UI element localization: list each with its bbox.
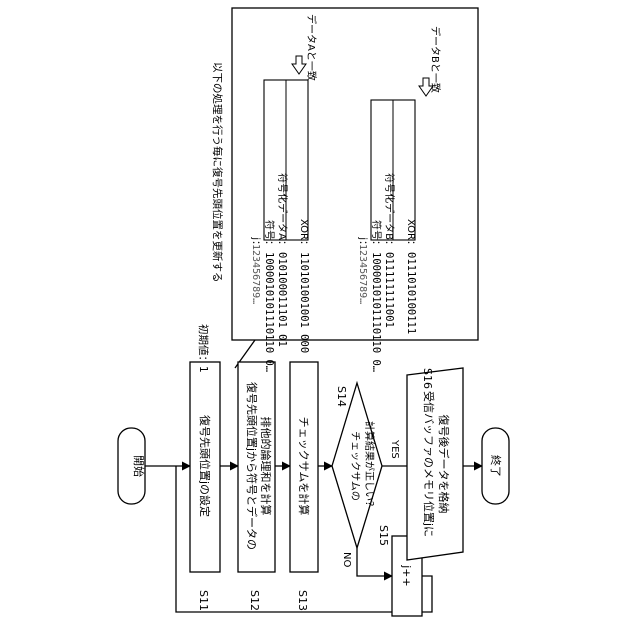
step-s11: 復号先頭位置jの設定 S11	[190, 362, 220, 611]
s13-step-label: S13	[296, 590, 309, 611]
end-label: 終了	[489, 455, 503, 477]
step-s13: チェックサムを計算 S13	[290, 362, 318, 611]
s12-text-line2: 排他的論理和を計算	[259, 417, 273, 516]
b-j-sequence: 123456789…	[357, 244, 368, 304]
s16-step-label: S16	[421, 368, 434, 389]
a-code-label: 符号：	[263, 220, 276, 250]
b-xor-bits: 0111010100111	[405, 252, 417, 334]
s16-text-line2: 復号後データを格納	[437, 415, 451, 514]
b-match-label: データBと一致	[429, 26, 442, 93]
s15-text: j++	[400, 564, 413, 587]
start-terminal: 開始	[118, 428, 146, 504]
s14-step-label: S14	[335, 386, 348, 407]
s14-text-line1: チェックサムの	[349, 431, 361, 501]
s12-text-line1: 復号先頭位置jから符号とデータの	[245, 382, 259, 550]
a-match-label: データAと一致	[305, 14, 318, 81]
s13-text: チェックサムを計算	[297, 417, 311, 516]
s14-text-line2: 計算結果が正しい？	[363, 421, 376, 511]
b-data-bits: 011111111001	[383, 252, 395, 328]
end-terminal: 終了	[482, 428, 509, 504]
b-code-bits: 1000010101110110 0…	[370, 252, 382, 372]
step-s16: 受信バッファのメモリ位置jに 復号後データを格納 S16	[407, 368, 463, 560]
s11-step-label: S11	[197, 590, 210, 611]
step-s12: 復号先頭位置jから符号とデータの 排他的論理和を計算 S12	[238, 362, 275, 611]
arrow-no-to-s15	[357, 548, 392, 576]
a-data-label: 符号化データA：	[276, 173, 289, 250]
loop-note: 以下の処理を行う毎に復号先頭位置を更新する	[211, 62, 224, 283]
b-data-label: 符号化データB：	[383, 173, 396, 250]
a-j-sequence: 123456789…	[250, 244, 261, 304]
b-xor-label: XOR：	[405, 219, 416, 250]
yes-label: YES	[389, 439, 400, 459]
start-label: 開始	[132, 455, 146, 477]
s11-text: 復号先頭位置jの設定	[198, 415, 212, 517]
no-label: NO	[341, 552, 352, 567]
a-code-bits: 1000010101110110 0…	[263, 252, 275, 372]
a-xor-bits: 110101001001 000	[298, 252, 310, 353]
a-data-bits: 010100011101 01	[276, 252, 288, 347]
b-code-label: 符号：	[370, 220, 383, 250]
s15-step-label: S15	[377, 525, 390, 546]
detail-callout: j： 123456789… 符号： 1000010101110110 0… 符号…	[232, 8, 478, 372]
s12-step-label: S12	[248, 590, 261, 611]
a-xor-label: XOR：	[298, 219, 309, 250]
initial-value-note: 初期値：1	[197, 324, 210, 373]
s16-text-line1: 受信バッファのメモリ位置jに	[422, 391, 436, 537]
